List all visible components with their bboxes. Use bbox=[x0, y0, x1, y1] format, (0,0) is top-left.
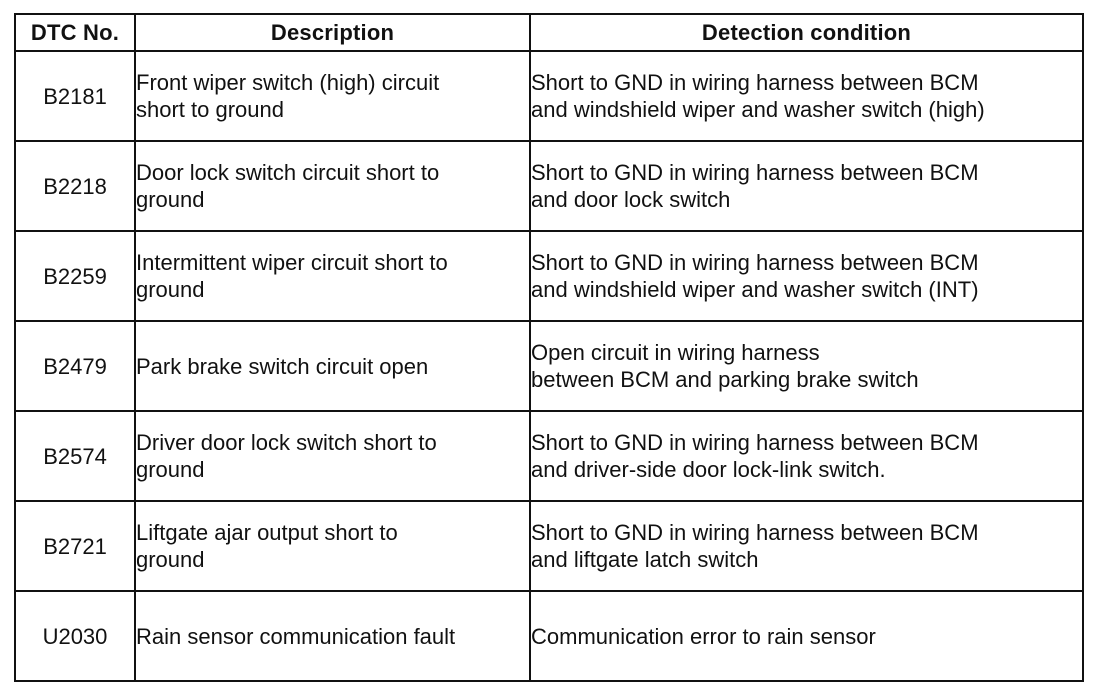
dtc-code: B2721 bbox=[14, 500, 136, 592]
dtc-code: B2259 bbox=[14, 230, 136, 322]
header-detection-condition: Detection condition bbox=[529, 13, 1084, 52]
dtc-code: B2181 bbox=[14, 50, 136, 142]
dtc-code: B2218 bbox=[14, 140, 136, 232]
dtc-detection-condition: Short to GND in wiring harness between B… bbox=[529, 410, 1084, 502]
dtc-detection-condition: Open circuit in wiring harness between B… bbox=[529, 320, 1084, 412]
table-row: B2259 Intermittent wiper circuit short t… bbox=[14, 230, 1084, 322]
dtc-detection-condition: Short to GND in wiring harness between B… bbox=[529, 50, 1084, 142]
header-description: Description bbox=[134, 13, 531, 52]
table-row: B2721 Liftgate ajar output short to grou… bbox=[14, 500, 1084, 592]
dtc-description: Park brake switch circuit open bbox=[134, 320, 531, 412]
dtc-description: Intermittent wiper circuit short to grou… bbox=[134, 230, 531, 322]
dtc-detection-condition: Short to GND in wiring harness between B… bbox=[529, 500, 1084, 592]
dtc-code: B2574 bbox=[14, 410, 136, 502]
dtc-description: Liftgate ajar output short to ground bbox=[134, 500, 531, 592]
dtc-table-container: DTC No. Description Detection condition … bbox=[14, 13, 1084, 682]
dtc-detection-condition: Short to GND in wiring harness between B… bbox=[529, 230, 1084, 322]
dtc-code: B2479 bbox=[14, 320, 136, 412]
table-row: U2030 Rain sensor communication fault Co… bbox=[14, 590, 1084, 682]
dtc-table: DTC No. Description Detection condition … bbox=[14, 13, 1084, 682]
dtc-detection-condition: Communication error to rain sensor bbox=[529, 590, 1084, 682]
table-row: B2181 Front wiper switch (high) circuit … bbox=[14, 50, 1084, 142]
dtc-description: Front wiper switch (high) circuit short … bbox=[134, 50, 531, 142]
table-row: B2574 Driver door lock switch short to g… bbox=[14, 410, 1084, 502]
table-row: B2218 Door lock switch circuit short to … bbox=[14, 140, 1084, 232]
dtc-description: Rain sensor communication fault bbox=[134, 590, 531, 682]
dtc-detection-condition: Short to GND in wiring harness between B… bbox=[529, 140, 1084, 232]
dtc-description: Door lock switch circuit short to ground bbox=[134, 140, 531, 232]
table-row: B2479 Park brake switch circuit open Ope… bbox=[14, 320, 1084, 412]
table-header-row: DTC No. Description Detection condition bbox=[14, 13, 1084, 52]
dtc-code: U2030 bbox=[14, 590, 136, 682]
dtc-description: Driver door lock switch short to ground bbox=[134, 410, 531, 502]
header-dtc-no: DTC No. bbox=[14, 13, 136, 52]
